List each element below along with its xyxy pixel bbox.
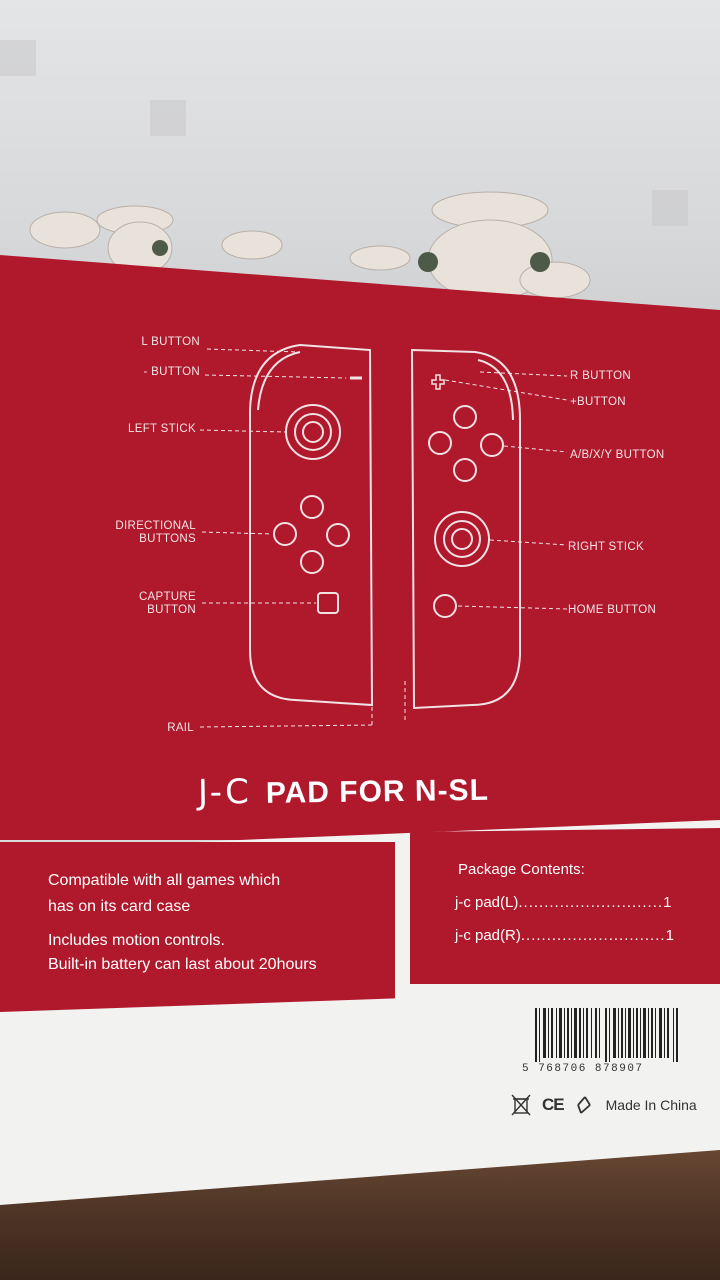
compliance-marks: CE Made In China bbox=[510, 1092, 697, 1118]
wall-tile bbox=[0, 40, 36, 76]
box-red-upper bbox=[0, 255, 720, 840]
package-item-name: j-c pad(L) bbox=[455, 894, 519, 911]
features-panel bbox=[0, 842, 395, 1012]
label-right-stick: RIGHT STICK bbox=[568, 541, 644, 553]
barcode-number: 5 768706 878907 bbox=[522, 1063, 644, 1075]
feature-line-1: Compatible with all games which bbox=[48, 872, 281, 889]
package-item-name: j-c pad(R) bbox=[455, 927, 521, 944]
feature-line-4: Built-in battery can last about 20hours bbox=[48, 956, 317, 973]
package-item-right: j-c pad(R)............................1 bbox=[455, 926, 674, 946]
label-minus-button: - BUTTON bbox=[143, 366, 200, 378]
recycle-icon bbox=[576, 1096, 591, 1114]
package-item-left: j-c pad(L)............................1 bbox=[455, 893, 671, 913]
made-in-text: Made In China bbox=[605, 1097, 697, 1113]
label-left-stick: LEFT STICK bbox=[128, 423, 196, 435]
package-item-dots: ............................ bbox=[518, 894, 664, 911]
wall-tile bbox=[150, 100, 186, 136]
feature-line-3: Includes motion controls. bbox=[48, 932, 225, 949]
barcode bbox=[535, 1008, 678, 1062]
title-text: PAD FOR N-SL bbox=[265, 773, 490, 810]
wall-tile bbox=[652, 190, 688, 226]
package-heading: Package Contents: bbox=[458, 861, 585, 878]
feature-line-2: has on its card case bbox=[48, 898, 191, 915]
product-title: J-C PAD FOR N-SL bbox=[198, 767, 599, 821]
label-directional-buttons: DIRECTIONAL BUTTONS bbox=[115, 520, 196, 545]
package-panel bbox=[410, 828, 720, 984]
brand-logo: J-C bbox=[197, 772, 253, 813]
label-l-button: L BUTTON bbox=[141, 336, 200, 348]
label-r-button: R BUTTON bbox=[570, 370, 631, 382]
ceramic-figurines bbox=[29, 191, 591, 300]
label-home-button: HOME BUTTON bbox=[568, 604, 657, 616]
label-capture-button: CAPTURE BUTTON bbox=[138, 591, 196, 616]
package-item-qty: 1 bbox=[663, 894, 672, 911]
weee-bin-icon bbox=[511, 1094, 531, 1116]
package-item-qty: 1 bbox=[665, 927, 674, 944]
package-item-dots: ............................ bbox=[520, 927, 666, 944]
label-abxy-button: A/B/X/Y BUTTON bbox=[570, 449, 665, 461]
label-rail: RAIL bbox=[167, 722, 194, 734]
label-plus-button: +BUTTON bbox=[570, 396, 626, 408]
ce-mark: CE bbox=[542, 1095, 565, 1114]
